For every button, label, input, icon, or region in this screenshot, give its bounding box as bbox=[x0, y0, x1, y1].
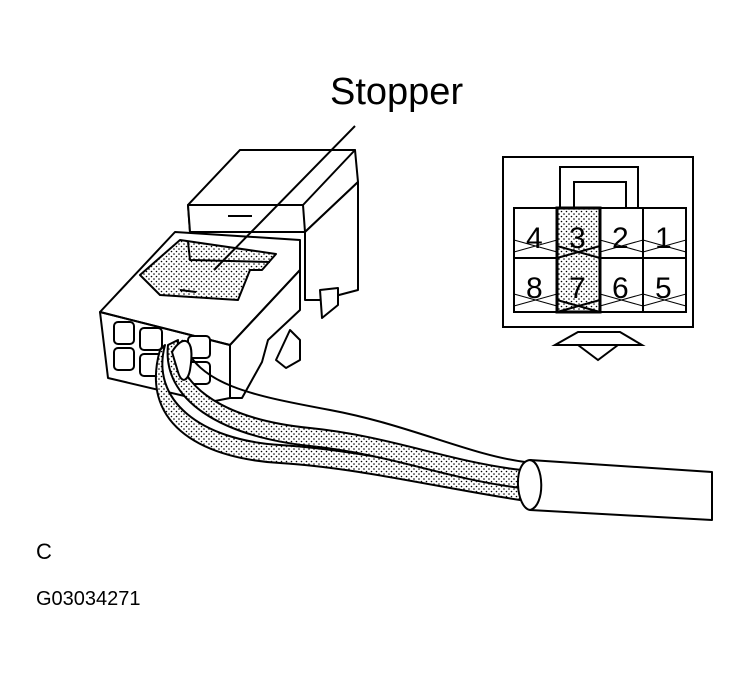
pin-7: 7 bbox=[569, 272, 586, 305]
stopper-tab bbox=[139, 239, 277, 301]
pin-3: 3 bbox=[569, 222, 586, 255]
pin-4: 4 bbox=[526, 222, 543, 255]
stopper-label: Stopper bbox=[330, 71, 464, 113]
figure-code: G03034271 bbox=[36, 588, 141, 610]
stopper-leader-line bbox=[213, 125, 356, 271]
view-letter: C bbox=[36, 539, 52, 564]
pin-8: 8 bbox=[526, 272, 543, 305]
terminal-face-view bbox=[502, 156, 694, 362]
wire-harness bbox=[154, 339, 713, 521]
pin-6: 6 bbox=[612, 272, 629, 305]
pin-5: 5 bbox=[655, 272, 672, 305]
pin-1: 1 bbox=[655, 222, 672, 255]
mating-connector bbox=[187, 149, 359, 369]
pin-numbers: 4 3 2 1 8 7 6 5 bbox=[526, 222, 672, 305]
front-connector bbox=[99, 231, 301, 403]
pin-2: 2 bbox=[612, 222, 629, 255]
